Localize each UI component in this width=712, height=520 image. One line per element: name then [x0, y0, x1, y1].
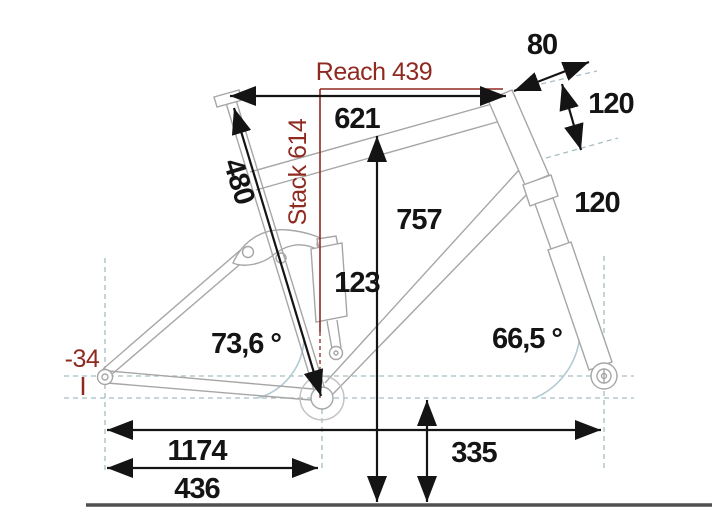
frame-drawing: [96, 89, 618, 421]
guide-head-bottom-plane: [545, 137, 619, 159]
head-tube: [487, 89, 550, 186]
bottom-bracket-inner: [310, 386, 334, 410]
seat-tube-label: 480: [217, 155, 261, 208]
stem-label: 80: [527, 29, 557, 61]
dimension-labels: Reach 439 Stack 614 -34 621 80 120 120 7…: [65, 29, 635, 505]
top-tube-label: 621: [334, 103, 380, 135]
head-tube-label: 120: [588, 88, 633, 120]
chainstay-bottom-edge: [106, 382, 312, 401]
fork-travel-label: 120: [574, 187, 619, 219]
shock-shaft-right: [336, 319, 342, 349]
fork: [522, 174, 618, 390]
dim-seat-tube: [231, 107, 324, 397]
wheelbase-label: 1174: [168, 435, 228, 467]
seat-stay: [102, 246, 253, 376]
reach-label: Reach 439: [316, 58, 432, 86]
seat-angle-label: 73,6 °: [211, 328, 281, 360]
seatstay-top-edge: [102, 246, 245, 370]
head-angle-label: 66,5 °: [492, 323, 562, 355]
dim-head-tube: [559, 83, 584, 151]
shock-eyelet-bolt: [333, 350, 339, 356]
shock-label: 123: [334, 267, 380, 299]
fork-lowers: [547, 241, 613, 371]
standover-label: 757: [396, 204, 441, 236]
seatstay-bottom-edge: [110, 253, 253, 376]
fork-stanchion: [534, 197, 570, 250]
down-tube-top-edge: [324, 169, 520, 384]
stack-label: Stack 614: [284, 118, 312, 225]
dimension-lines: [107, 60, 601, 502]
shock-shaft-left: [326, 320, 333, 350]
rear-axle-center: [101, 373, 109, 381]
down-tube: [324, 169, 534, 395]
fork-crown: [522, 174, 559, 207]
dim-stem: [513, 60, 590, 93]
bb-drop-label: -34: [65, 345, 100, 373]
chainstay-label: 436: [174, 473, 220, 505]
bb-height-label: 335: [451, 437, 497, 469]
rocker-pivot-left: [241, 245, 255, 259]
down-tube-bottom-edge: [332, 187, 534, 395]
